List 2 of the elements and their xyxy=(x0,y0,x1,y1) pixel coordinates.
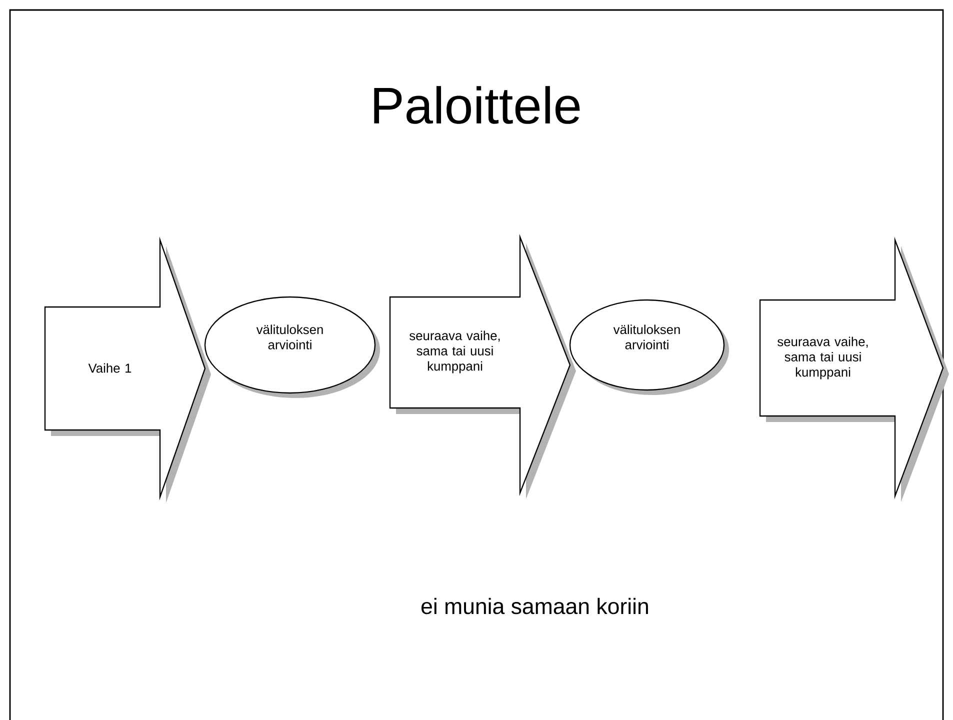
slide-title: Paloittele xyxy=(374,86,580,124)
note-text: ei munia samaan koriin xyxy=(422,598,648,614)
